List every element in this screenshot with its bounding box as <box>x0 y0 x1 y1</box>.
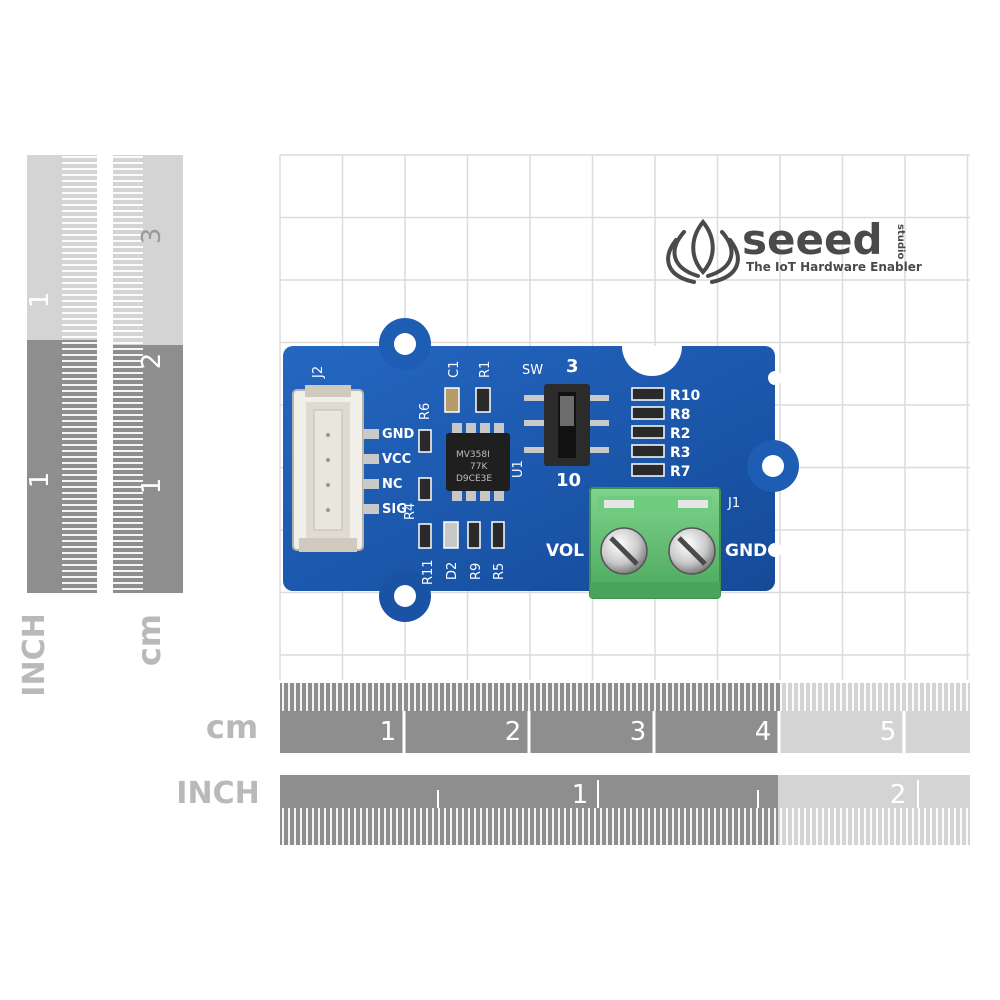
chip-marking-1: MV358I <box>456 450 490 460</box>
passive-components-left <box>418 387 505 549</box>
label-j1: J1 <box>727 496 740 511</box>
mount-hole-top <box>394 333 416 355</box>
chip-marking-2: 77K <box>470 462 488 472</box>
chip-marking-3: D9CE3E <box>456 474 492 484</box>
bottom-inch-number-1: 1 <box>572 780 589 810</box>
seeed-studio: studio <box>895 224 906 259</box>
label-d2: D2 <box>445 562 460 580</box>
bottom-cm-number-4: 4 <box>755 717 772 747</box>
pin-label-gnd: GND <box>382 427 415 442</box>
label-r9: R9 <box>469 563 484 580</box>
seeed-leaf-icon <box>666 218 740 284</box>
pin-label-sig: SIG <box>382 502 407 517</box>
label-r10: R10 <box>670 388 701 404</box>
pin-label-vcc: VCC <box>382 452 411 467</box>
left-cm-ruler: 3 2 1 <box>113 155 183 593</box>
bottom-cm-number-1: 1 <box>380 717 397 747</box>
op-amp-chip: MV358I 77K D9CE3E <box>446 423 510 501</box>
label-r1: R1 <box>478 361 493 378</box>
screw-terminal <box>589 487 721 599</box>
label-r6: R6 <box>418 403 433 420</box>
bottom-cm-number-5: 5 <box>880 717 897 747</box>
seeed-tagline: The IoT Hardware Enabler <box>746 260 922 274</box>
label-vol: VOL <box>546 541 584 561</box>
label-sw: SW <box>522 363 543 378</box>
resistor-array <box>631 387 665 477</box>
left-inch-unit-label: INCH <box>17 613 52 696</box>
label-r2: R2 <box>670 426 691 442</box>
bottom-cm-ruler: 1 2 3 4 5 <box>280 683 970 753</box>
slide-switch <box>524 384 609 466</box>
label-r11: R11 <box>421 559 436 585</box>
grove-connector <box>292 385 379 552</box>
bottom-cm-unit-label: cm <box>206 708 258 746</box>
label-j2: J2 <box>311 366 326 379</box>
left-cm-number-2: 2 <box>137 353 167 370</box>
bottom-cm-number-3: 3 <box>630 717 647 747</box>
label-r3: R3 <box>670 445 691 461</box>
left-inch-number-bottom: 1 <box>25 472 55 489</box>
label-u1: U1 <box>511 460 526 478</box>
left-cm-unit-label: cm <box>130 614 168 666</box>
pin-label-nc: NC <box>382 477 402 492</box>
label-c1: C1 <box>447 361 462 378</box>
label-r7: R7 <box>670 464 691 480</box>
mount-hole-right <box>762 455 784 477</box>
bottom-inch-number-2: 2 <box>890 780 907 810</box>
left-inch-ruler: 1 1 <box>25 155 97 593</box>
mount-hole-bottom <box>394 585 416 607</box>
left-cm-number-1: 1 <box>137 478 167 495</box>
switch-label-bottom: 10 <box>556 470 581 491</box>
sensor-board: J2 GND VCC NC SIG C1 R1 R6 R4 <box>283 318 799 622</box>
label-r4: R4 <box>403 503 418 520</box>
label-r5: R5 <box>492 563 507 580</box>
seeed-wordmark: seeed <box>742 215 883 264</box>
seeed-logo: seeed studio The IoT Hardware Enabler <box>666 215 922 284</box>
bottom-inch-ruler: 1 2 <box>280 775 970 845</box>
switch-label-top: 3 <box>566 356 579 377</box>
label-gnd-terminal: GND <box>725 541 767 561</box>
bottom-cm-number-2: 2 <box>505 717 522 747</box>
left-inch-number-top: 1 <box>25 292 55 309</box>
left-cm-number-3: 3 <box>137 228 167 245</box>
bottom-inch-unit-label: INCH <box>176 776 259 811</box>
label-r8: R8 <box>670 407 691 423</box>
